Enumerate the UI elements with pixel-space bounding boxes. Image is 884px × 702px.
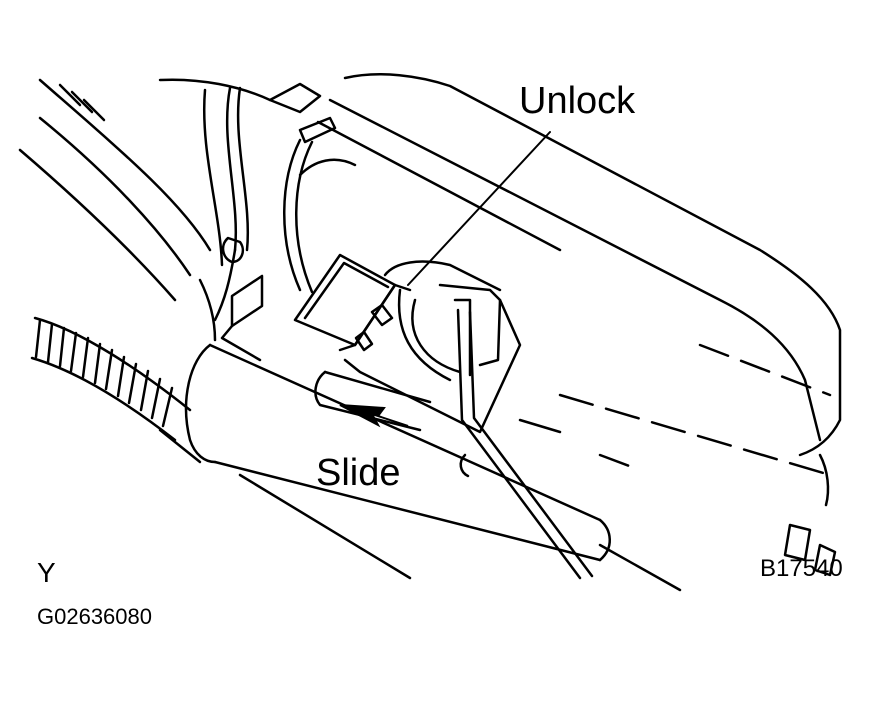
lower-fitting bbox=[783, 523, 837, 577]
unlock-leader-line bbox=[407, 131, 551, 286]
image-code: G02636080 bbox=[37, 604, 152, 629]
electrical-connector bbox=[293, 253, 522, 434]
pipe-body bbox=[158, 343, 682, 592]
unlock-callout: Unlock bbox=[519, 80, 636, 122]
view-letter: Y bbox=[37, 557, 56, 588]
connector-bracket bbox=[220, 82, 337, 362]
slide-arrow-icon bbox=[339, 404, 409, 428]
wire-harness bbox=[198, 86, 314, 342]
background-pipes bbox=[18, 78, 272, 302]
component-housing bbox=[298, 73, 842, 507]
corrugated-hose bbox=[30, 316, 192, 442]
release-lever bbox=[456, 308, 594, 580]
slide-callout: Slide bbox=[316, 452, 401, 494]
figure-reference: B17540 bbox=[760, 555, 843, 582]
